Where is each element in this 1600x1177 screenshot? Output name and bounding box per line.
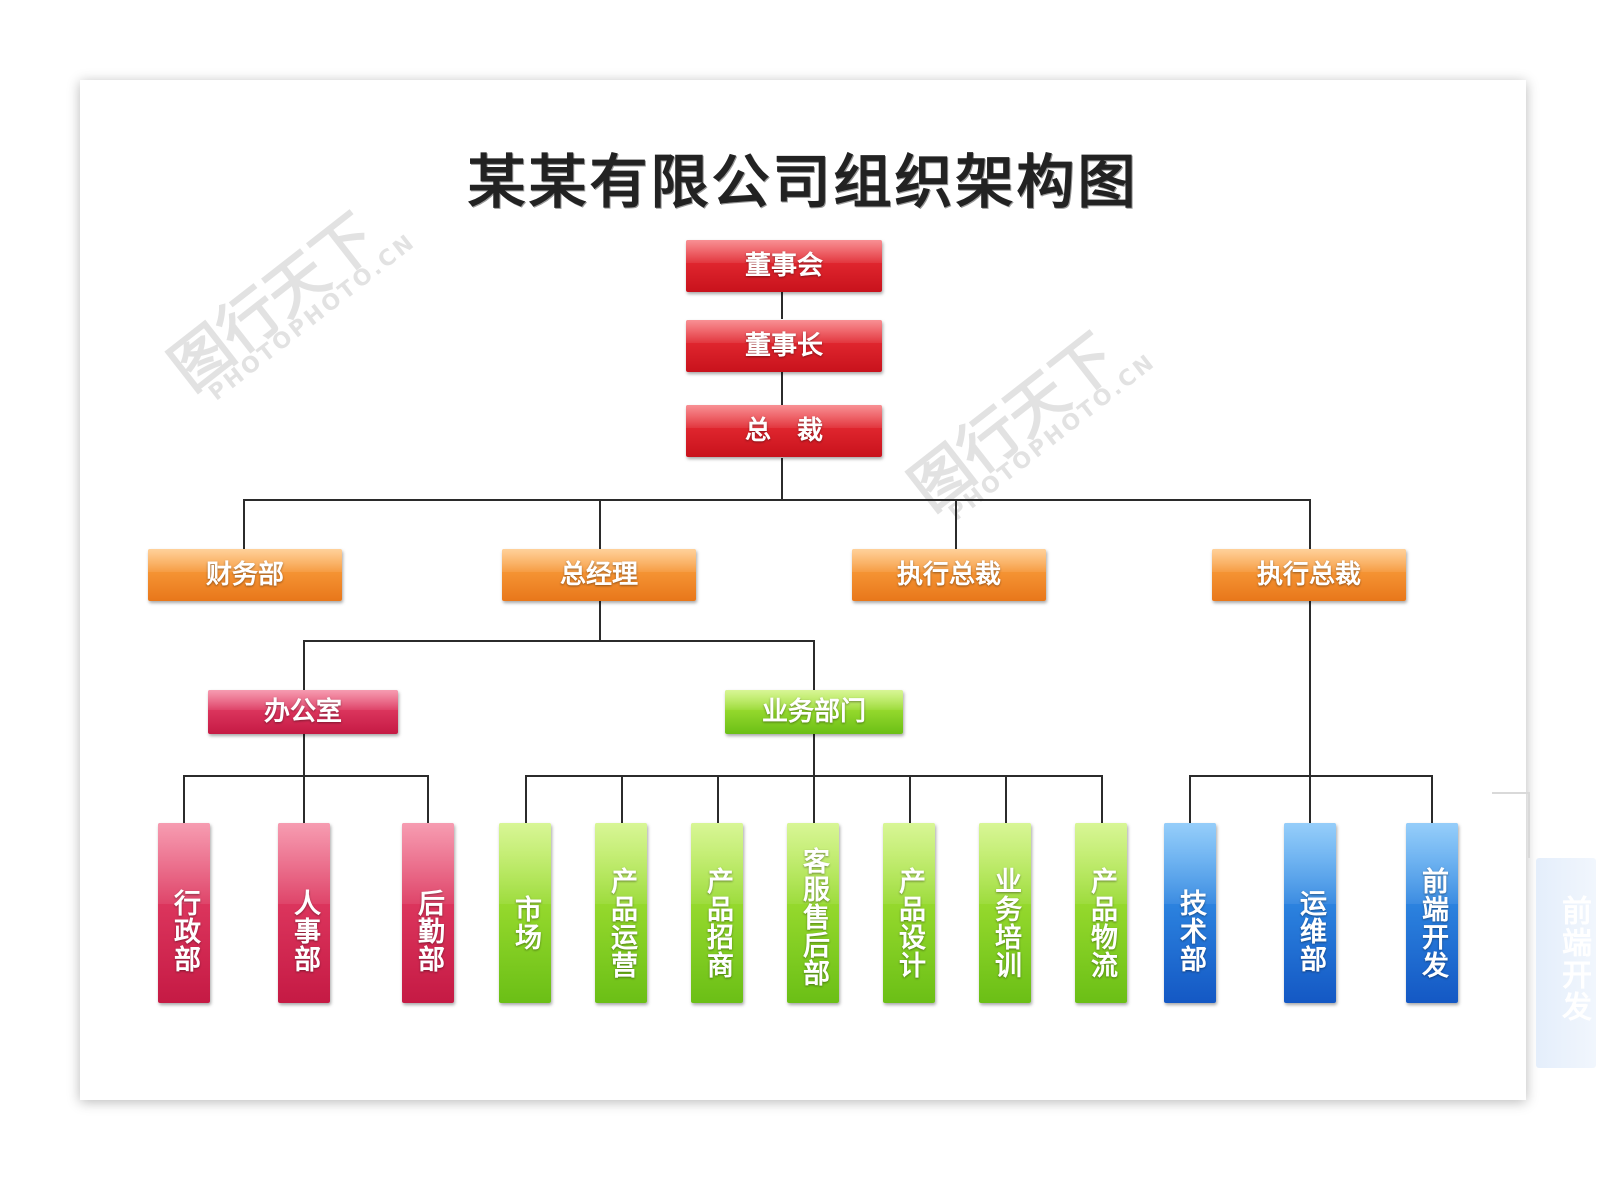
node-product-logistics: 产品物流 — [1075, 823, 1127, 1003]
ghost-node — [1536, 858, 1596, 1068]
node-product-ops: 产品运营 — [595, 823, 647, 1003]
node-chairman: 董事长 — [686, 320, 882, 372]
node-office: 办公室 — [208, 690, 398, 734]
node-product-design: 产品设计 — [883, 823, 935, 1003]
node-logistics: 后勤部 — [402, 823, 454, 1003]
node-executive-president-1: 执行总裁 — [852, 549, 1046, 601]
node-product-investment: 产品招商 — [691, 823, 743, 1003]
node-business-training: 业务培训 — [979, 823, 1031, 1003]
node-president: 总 裁 — [686, 405, 882, 457]
node-tech-dept: 技术部 — [1164, 823, 1216, 1003]
node-executive-president-2: 执行总裁 — [1212, 549, 1406, 601]
node-hr: 人事部 — [278, 823, 330, 1003]
node-customer-service: 客服售后部 — [787, 823, 839, 1003]
node-finance: 财务部 — [148, 549, 342, 601]
node-admin: 行政部 — [158, 823, 210, 1003]
node-business: 业务部门 — [725, 690, 903, 734]
node-frontend: 前端开发 — [1406, 823, 1458, 1003]
page-title: 某某有限公司组织架构图 — [467, 148, 1139, 216]
ghost-node-label: 前端开发 — [1556, 895, 1591, 1023]
node-general-manager: 总经理 — [502, 549, 696, 601]
node-market: 市场 — [499, 823, 551, 1003]
node-board: 董事会 — [686, 240, 882, 292]
node-ops-dept: 运维部 — [1284, 823, 1336, 1003]
